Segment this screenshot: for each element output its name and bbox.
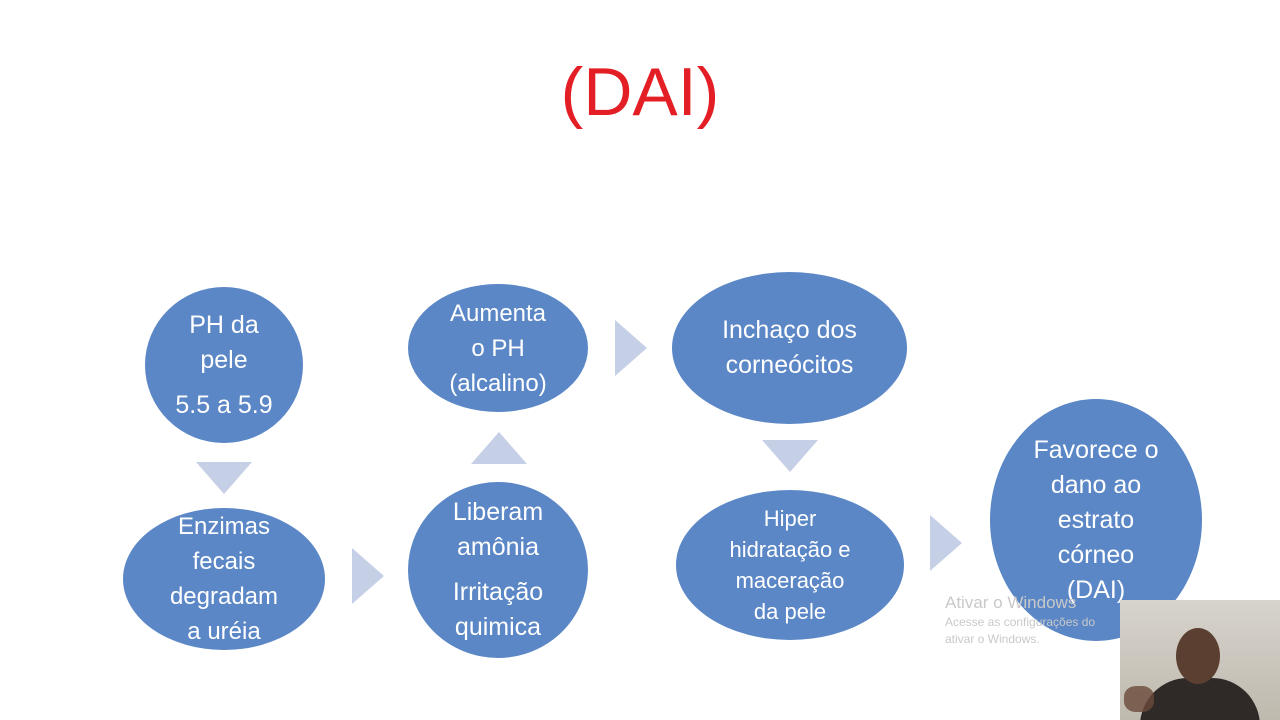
node-text: Irritação quimica — [452, 578, 544, 641]
webcam-overlay — [1120, 600, 1280, 720]
arrow-up — [471, 432, 527, 464]
node-text: Inchaço dos corneócitos — [722, 316, 857, 379]
node-text: Aumenta o PH (alcalino) — [449, 299, 547, 397]
arrow-right — [615, 320, 647, 376]
presenter-head — [1176, 628, 1220, 684]
watermark-title: Ativar o Windows — [945, 593, 1077, 612]
watermark-line: ativar o Windows. — [945, 632, 1040, 646]
node-liberam: Liberam amônia Irritação quimica — [408, 482, 588, 658]
arrow-down — [196, 462, 252, 494]
activation-watermark: Ativar o Windows Acesse as configurações… — [945, 592, 1095, 648]
arrow-right — [352, 548, 384, 604]
node-text: 5.5 a 5.9 — [175, 390, 273, 419]
presenter-hand — [1124, 686, 1154, 712]
node-text: Favorece o dano ao estrato córneo (DAI) — [1033, 435, 1159, 604]
node-text: Hiper hidratação e maceração da pele — [729, 506, 851, 624]
node-ph-pele: PH da pele 5.5 a 5.9 — [145, 287, 303, 443]
node-enzimas: Enzimas fecais degradam a uréia — [123, 508, 325, 650]
node-text: Enzimas fecais degradam a uréia — [169, 513, 279, 645]
watermark-line: Acesse as configurações do — [945, 615, 1096, 629]
node-text: PH da pele — [189, 310, 259, 374]
node-text: Liberam amônia — [452, 498, 544, 561]
node-hiper: Hiper hidratação e maceração da pele — [676, 490, 904, 640]
presenter-body — [1140, 678, 1260, 720]
arrow-right — [930, 515, 962, 571]
node-inchaco: Inchaço dos corneócitos — [672, 272, 907, 424]
arrow-down — [762, 440, 818, 472]
node-aumenta: Aumenta o PH (alcalino) — [408, 284, 588, 412]
slide-title: (DAI) — [560, 54, 720, 130]
